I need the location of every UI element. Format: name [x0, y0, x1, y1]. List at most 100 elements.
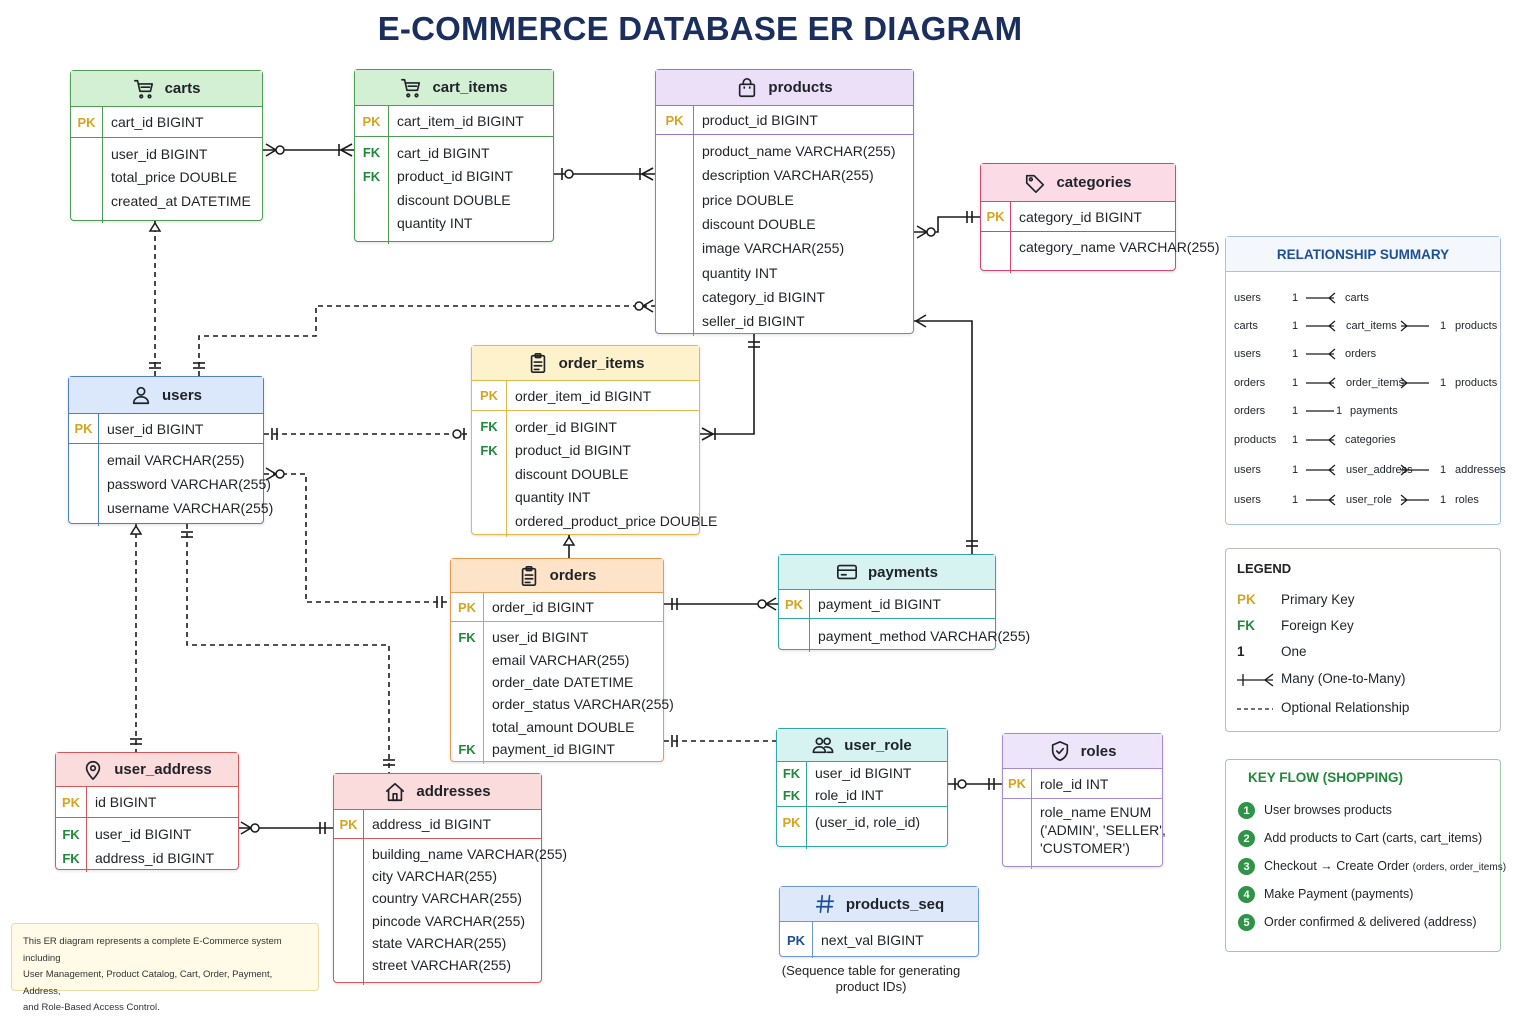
relationship-marker	[916, 231, 928, 239]
entity-title: products	[768, 79, 833, 96]
column-field: description VARCHAR(255)	[702, 167, 874, 184]
column-field: next_val BIGINT	[821, 932, 924, 948]
dashed-line-icon	[1237, 708, 1273, 710]
sequence-note-line: product IDs)	[835, 979, 907, 994]
key-marker: FK	[480, 442, 498, 458]
column-field: pincode VARCHAR(255)	[372, 912, 526, 929]
key-marker-empty	[69, 496, 98, 520]
key-marker-empty	[334, 910, 363, 932]
relationship-text: orders	[1234, 405, 1266, 417]
key-marker-empty	[656, 212, 693, 236]
relationship-marker	[265, 143, 277, 151]
key-marker-empty	[355, 188, 388, 212]
column-field: building_name VARCHAR(255)	[372, 846, 568, 863]
key-marker-empty	[656, 139, 693, 163]
relationship-line	[264, 473, 450, 603]
users-icon	[812, 737, 834, 754]
relationship-text: orders	[1345, 348, 1377, 360]
field-section: PK(user_id, role_id)	[777, 807, 947, 849]
column-field: email VARCHAR(255)	[107, 452, 245, 468]
column-field: category_id BIGINT	[702, 288, 825, 305]
column-field: 'CUSTOMER')	[1040, 840, 1130, 856]
column-field: city VARCHAR(255)	[372, 868, 497, 885]
relationship-line	[700, 334, 755, 435]
many-arrow-icon	[1400, 494, 1429, 506]
entity-title: cart_items	[432, 79, 508, 96]
home-icon	[386, 782, 405, 801]
relationship-marker	[240, 827, 252, 835]
key-marker-empty	[334, 932, 363, 954]
relationship-summary-title: RELATIONSHIP SUMMARY	[1226, 237, 1500, 272]
entity-title: products_seq	[845, 895, 945, 913]
entity-header: orders	[451, 559, 663, 593]
key-marker: PK	[61, 794, 81, 810]
relationship-text: orders	[1234, 377, 1266, 389]
many-arrow-icon	[1306, 292, 1336, 304]
step-text: Order confirmed & delivered (address)	[1264, 915, 1477, 929]
relationship-marker	[915, 314, 927, 322]
column-field: role_id INT	[815, 787, 884, 803]
clipboard-icon	[521, 565, 536, 586]
key-flow-title: KEY FLOW (SHOPPING)	[1248, 770, 1404, 785]
relationship-text: 1	[1292, 320, 1299, 332]
many-arrow-icon	[1306, 348, 1336, 360]
relationship-marker	[340, 149, 353, 157]
key-marker-empty	[451, 693, 483, 715]
field-section: product_name VARCHAR(255)description VAR…	[656, 135, 913, 336]
column-field: quantity INT	[397, 215, 473, 232]
column-field: user_id BIGINT	[95, 826, 192, 842]
key-marker: PK	[1007, 776, 1027, 791]
relationship-marker	[916, 225, 928, 233]
legend-label: Many (One-to-Many)	[1281, 671, 1406, 686]
column-field: id BIGINT	[95, 794, 157, 810]
primary-key-section: PK id BIGINT	[56, 787, 238, 818]
column-field: user_id BIGINT	[111, 145, 208, 162]
entity-title: orders	[549, 567, 597, 584]
shield-icon	[1051, 741, 1068, 761]
column-field: role_name ENUM	[1040, 804, 1152, 820]
relationship-text: products	[1234, 434, 1277, 446]
key-marker: PK	[665, 112, 684, 128]
entity-header: user_role	[777, 729, 947, 762]
user-icon	[132, 386, 150, 405]
relationship-marker	[641, 167, 654, 175]
step-number-badge: 3	[1238, 858, 1255, 875]
entity-title: order_items	[558, 354, 645, 372]
relationship-marker	[765, 603, 777, 611]
key-marker: FK	[782, 787, 801, 803]
column-field: country VARCHAR(255)	[372, 890, 522, 907]
column-field: ordered_product_price DOUBLE	[515, 512, 718, 529]
entity-header: users	[69, 377, 263, 414]
key-marker: PK	[74, 421, 93, 436]
key-marker-empty	[472, 509, 506, 533]
column-field: category_id BIGINT	[1019, 208, 1142, 225]
relationship-line	[186, 524, 390, 773]
key-marker-empty	[334, 843, 363, 865]
bag-icon	[739, 77, 756, 97]
legend-title: LEGEND	[1237, 561, 1292, 576]
column-field: image VARCHAR(255)	[702, 240, 845, 257]
column-field: payment_id BIGINT	[492, 741, 615, 758]
entity-header: payments	[779, 555, 995, 590]
key-marker: PK	[986, 209, 1005, 224]
step-text: User browses products	[1264, 803, 1392, 817]
step-number-badge: 4	[1238, 886, 1255, 903]
clipboard-icon	[530, 353, 545, 373]
relationship-marker	[915, 320, 927, 328]
relationship-marker	[265, 473, 277, 481]
column-field: payment_id BIGINT	[818, 596, 941, 612]
column-field: quantity INT	[702, 264, 778, 281]
legend-item: Many (One-to-Many)	[1237, 668, 1497, 690]
column-field: discount DOUBLE	[702, 216, 816, 233]
column-field: payment_method VARCHAR(255)	[818, 628, 1031, 644]
key-marker: PK	[782, 814, 801, 830]
flow-step: 2 Add products to Cart (carts, cart_item…	[1238, 828, 1500, 850]
flow-step: 5 Order confirmed & delivered (address)	[1238, 912, 1500, 934]
